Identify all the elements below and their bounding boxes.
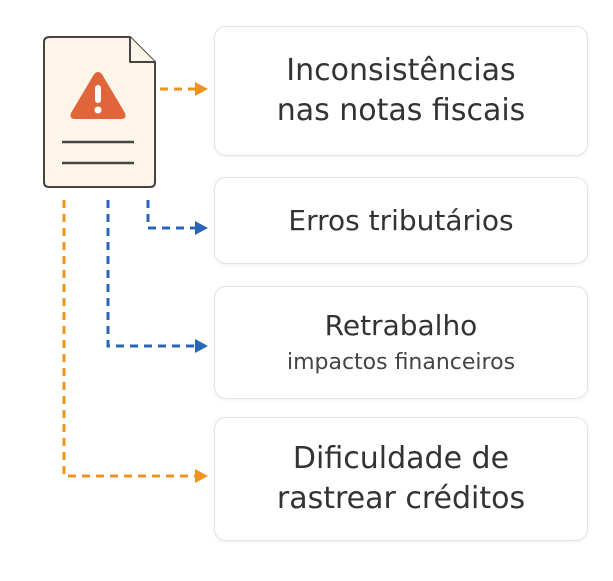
connector-1 bbox=[160, 82, 208, 96]
connector-2 bbox=[146, 200, 208, 235]
card-erros-tributarios: Erros tributários bbox=[214, 177, 588, 264]
card-text-line: Inconsistências bbox=[286, 53, 516, 88]
document-warning-icon bbox=[43, 36, 156, 188]
arrow-head-icon bbox=[195, 469, 208, 483]
card-text-line: Retrabalho bbox=[324, 308, 478, 342]
card-text-line: nas notas fiscais bbox=[276, 93, 526, 128]
card-retrabalho: Retrabalho impactos financeiros bbox=[214, 286, 588, 399]
arrow-head-icon bbox=[195, 82, 208, 96]
card-dificuldade-creditos: Dificuldade de rastrear créditos bbox=[214, 417, 588, 541]
arrow-head-icon bbox=[195, 221, 208, 235]
card-text-line: rastrear créditos bbox=[276, 481, 526, 516]
warning-icon bbox=[70, 72, 126, 119]
card-text-line: Erros tributários bbox=[288, 203, 514, 237]
connector-4 bbox=[62, 200, 208, 483]
arrow-head-icon bbox=[195, 339, 208, 353]
card-text-line: Dificuldade de bbox=[292, 441, 510, 476]
card-subtext: impactos financeiros bbox=[286, 349, 516, 375]
card-inconsistencias: Inconsistências nas notas fiscais bbox=[214, 26, 588, 156]
connector-3 bbox=[106, 200, 208, 353]
